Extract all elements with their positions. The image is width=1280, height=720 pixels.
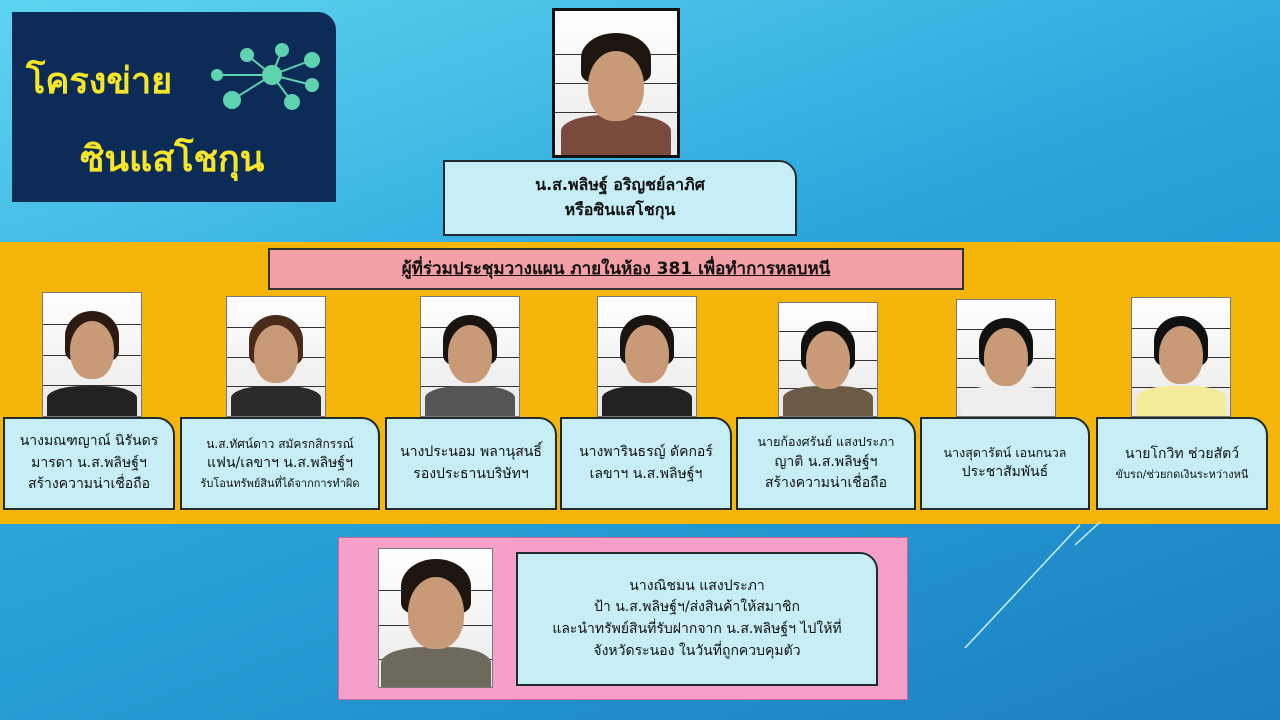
title-line-1: โครงข่าย [26,61,173,102]
member-line: รองประธานบริษัทฯ [413,465,529,482]
member-line: สร้างความน่าเชื่อถือ [764,475,888,492]
member-line: น.ส.ทัศน์ดาว สมัครกสิกรรณ์ [206,436,354,451]
member-line: นายโกวิท ช่วยสัตว์ [1124,446,1240,463]
member-card: นางสุดารัตน์ เอนกนวลประชาสัมพันธ์ [920,417,1090,510]
member-line: นางมณฑญาณ์ นิรันดร [19,432,159,449]
member-card: นายก้องศรันย์ แสงประภาญาติ น.ส.พลิษฐ์ฯสร… [736,417,916,510]
member-card: นางพารินธรญ์ ดัคกอร์เลขาฯ น.ส.พลิษฐ์ฯ [560,417,732,510]
aunt-line: นางณิชมน แสงประภา [629,577,765,594]
member-line: ขับรถ/ช่วยกดเงินระหว่างหนี [1115,467,1249,481]
decorative-lines [964,521,1101,649]
section-header: ผู้ที่ร่วมประชุมวางแผน ภายในห้อง 381 เพื… [268,248,964,290]
member-photo [420,296,520,417]
member-photo [597,296,697,417]
member-line: ญาติ น.ส.พลิษฐ์ฯ [774,453,878,470]
aunt-line: และนำทรัพย์สินที่รับฝากจาก น.ส.พลิษฐ์ฯ ไ… [552,621,842,637]
member-photo [956,299,1056,417]
aunt-line: ป้า น.ส.พลิษฐ์ฯ/ส่งสินค้าให้สมาชิก [594,599,800,616]
member-card: นายโกวิท ช่วยสัตว์ขับรถ/ช่วยกดเงินระหว่า… [1096,417,1268,510]
title-line-2: ซินแสโชกุน [80,139,265,180]
member-line: รับโอนทรัพย์สินที่ได้จากการทำผิด [200,477,360,491]
leader-alias: หรือซินแสโชกุน [564,200,676,219]
member-line: เลขาฯ น.ส.พลิษฐ์ฯ [589,465,703,482]
aunt-card: นางณิชมน แสงประภา ป้า น.ส.พลิษฐ์ฯ/ส่งสิน… [516,552,878,686]
leader-name: น.ส.พลิษฐ์ อริญชย์ลาภิศ [535,175,705,195]
member-line: สร้างความน่าเชื่อถือ [27,476,151,493]
member-photo [1131,297,1231,417]
member-photo [42,292,142,417]
member-card: น.ส.ทัศน์ดาว สมัครกสิกรรณ์แฟน/เลขาฯ น.ส.… [180,417,380,510]
member-line: มารดา น.ส.พลิษฐ์ฯ [31,454,147,471]
member-line: ประชาสัมพันธ์ [961,464,1049,481]
title-panel: โครงข่าย ซินแสโชกุน [12,12,336,202]
member-line: นายก้องศรันย์ แสงประภา [757,434,895,450]
member-card: นางประนอม พลานุสนธิ์รองประธานบริษัทฯ [385,417,557,510]
member-photo [226,296,326,417]
aunt-line: จังหวัดระนอง ในวันที่ถูกควบคุมตัว [593,642,801,659]
member-line: นางพารินธรญ์ ดัคกอร์ [579,443,713,460]
leader-photo [552,8,680,158]
member-line: แฟน/เลขาฯ น.ส.พลิษฐ์ฯ [207,455,353,472]
member-line: นางสุดารัตน์ เอนกนวล [943,444,1067,460]
member-card: นางมณฑญาณ์ นิรันดรมารดา น.ส.พลิษฐ์ฯสร้าง… [3,417,175,510]
network-icon [211,43,320,110]
leader-card: น.ส.พลิษฐ์ อริญชย์ลาภิศ หรือซินแสโชกุน [443,160,797,236]
member-photo [778,302,878,417]
member-line: นางประนอม พลานุสนธิ์ [400,443,542,460]
aunt-photo [378,548,493,688]
